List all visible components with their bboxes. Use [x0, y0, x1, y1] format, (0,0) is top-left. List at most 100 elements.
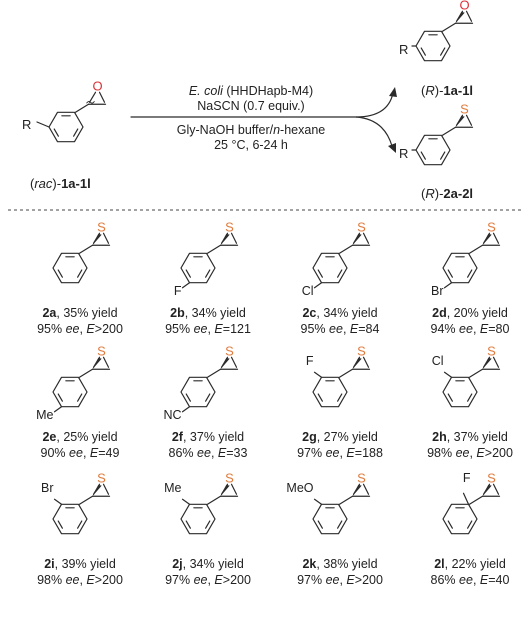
compound-2i-e-label: E [86, 573, 95, 587]
compound-2a-thiirane-wedge-bond [92, 233, 102, 246]
compound-2f-e-value: =33 [226, 446, 248, 460]
compound-2g-e-label: E [346, 446, 355, 460]
compound-2i-double-bond-1 [57, 520, 63, 529]
thiirane-product-ring [415, 134, 451, 166]
compound-2k-e-value: >200 [354, 573, 383, 587]
compound-2c-id: 2c [302, 306, 317, 320]
compound-2d-id: 2d [432, 306, 447, 320]
compound-2d-substituent: Br [431, 283, 444, 298]
compound-2f-id: 2f [171, 430, 183, 444]
compound-2a-selectivity-line: 95% ee, E>200 [14, 321, 146, 337]
substrate-epoxide-hetero-atom: O [92, 78, 102, 93]
compound-2j-selectivity-line: 97% ee, E>200 [142, 572, 274, 588]
compound-2b-yield: , 34% yield [184, 306, 246, 320]
compound-2i-ee-label: ee [65, 573, 80, 587]
epoxide-r-group: R [399, 42, 409, 57]
compound-2d-thiirane-wedge-bond [482, 233, 492, 246]
substrate-epoxide-racemic-mark [86, 101, 95, 104]
compound-2g-ee-label: ee [325, 446, 340, 460]
compound-2c-yield-line: 2c, 34% yield [274, 305, 406, 321]
compound-2b-id: 2b [170, 306, 185, 320]
compound-2e-e-value: =49 [98, 446, 120, 460]
compound-2h-double-bond-1 [447, 393, 453, 402]
compound-2l-yield-line: 2l, 22% yield [404, 556, 530, 572]
compound-2e-ee-value: 90% [40, 446, 70, 460]
compound-2j-ring [180, 503, 216, 535]
thiirane-product-label: (R)-2a-2l [421, 186, 474, 201]
compound-2f-ee-value: 86% [168, 446, 198, 460]
compound-2h-ee-value: 98% [427, 446, 456, 460]
compound-2f-thiirane-link-bond [206, 368, 222, 378]
compound-2k-ee-label: ee [325, 573, 340, 587]
compound-2b-e-label: E [214, 322, 223, 336]
compound-2l-e-value: =40 [488, 573, 510, 587]
compound-2e-separator: , [82, 446, 90, 460]
compound-2k-double-bond-1 [317, 520, 323, 529]
solvent-a: Gly-NaOH buffer/ [176, 123, 274, 137]
substrate-epoxide-ch-bond-1 [88, 91, 97, 103]
compound-2k-ee-value: 97% [297, 573, 326, 587]
compound-2a-yield-line: 2a, 35% yield [14, 305, 146, 321]
compound-2h-double-bond-2 [467, 393, 473, 402]
compound-2b-yield-line: 2b, 34% yield [142, 305, 274, 321]
compound-2a-e-label: E [86, 322, 95, 336]
compound-2d-double-bond-1 [447, 269, 453, 278]
compound-2c-thiirane-link-bond [338, 244, 354, 254]
compound-2d-ring [442, 252, 478, 284]
compound-2g-yield-line: 2g, 27% yield [274, 429, 406, 445]
compound-2l-ring [442, 503, 478, 535]
compound-2a-separator: , [79, 322, 87, 336]
compound-2f-selectivity-line: 86% ee, E=33 [142, 445, 274, 461]
compound-2f-ring [180, 376, 216, 408]
compound-2h-ring [442, 376, 478, 408]
compound-2l-thiirane-ch-bond-2 [492, 483, 500, 495]
compound-2j-thiirane-wedge-bond [220, 484, 230, 497]
compound-2c-e-label: E [349, 322, 359, 336]
compound-2e-selectivity-line: 90% ee, E=49 [14, 445, 146, 461]
compound-2g-id: 2g [302, 430, 317, 444]
compound-2g-e-value: =188 [354, 446, 383, 460]
compound-2a-ring [52, 252, 88, 284]
thiirane-product-double-bond-2 [440, 151, 446, 160]
compound-2b-substituent-bond [181, 282, 191, 289]
compound-2k-yield-line: 2k, 38% yield [274, 556, 406, 572]
compound-2a-e-value: >200 [94, 322, 123, 336]
compound-2k-id: 2k [302, 557, 317, 571]
compound-2i-e-value: >200 [94, 573, 123, 587]
compound-2d-substituent-bond [443, 282, 453, 289]
compound-2j-substituent-bond [181, 498, 191, 505]
substrate-ring [48, 111, 84, 143]
compound-2l-double-bond-2 [467, 520, 473, 529]
compound-2i-substituent-bond [53, 498, 63, 505]
epoxide-product-ring [415, 30, 451, 62]
thiirane-name: 2a-2l [443, 186, 474, 201]
compound-2j-double-bond-2 [205, 520, 211, 529]
compound-2d-double-bond-2 [467, 269, 473, 278]
compound-2k-separator: , [339, 573, 347, 587]
compound-2h-e-value: >200 [484, 446, 513, 460]
compound-2i-id: 2i [44, 557, 55, 571]
compound-2d-ee-label: ee [459, 322, 473, 336]
compound-2b-ring [180, 252, 216, 284]
compound-2i-yield-line: 2i, 39% yield [14, 556, 146, 572]
arrow-branch-up [355, 92, 394, 118]
compound-2g-double-bond-2 [337, 393, 343, 402]
condition-reagent: NaSCN (0.7 equiv.) [197, 99, 305, 113]
compound-2e-id: 2e [42, 430, 57, 444]
compound-2f-substituent: NC [163, 407, 182, 422]
compound-2e-thiirane-ch-bond-2 [102, 356, 110, 368]
compound-2b-ee-value: 95% [165, 322, 194, 336]
compound-2e-thiirane-hetero-atom: S [97, 343, 106, 358]
compound-2k-double-bond-2 [337, 520, 343, 529]
compound-2e-double-bond-2 [77, 393, 83, 402]
compound-2i-separator: , [79, 573, 87, 587]
compound-2i-thiirane-link-bond [78, 495, 94, 505]
compound-2h-id: 2h [432, 430, 447, 444]
compound-2j-ee-value: 97% [165, 573, 194, 587]
compound-2h-substituent-bond [443, 371, 453, 378]
